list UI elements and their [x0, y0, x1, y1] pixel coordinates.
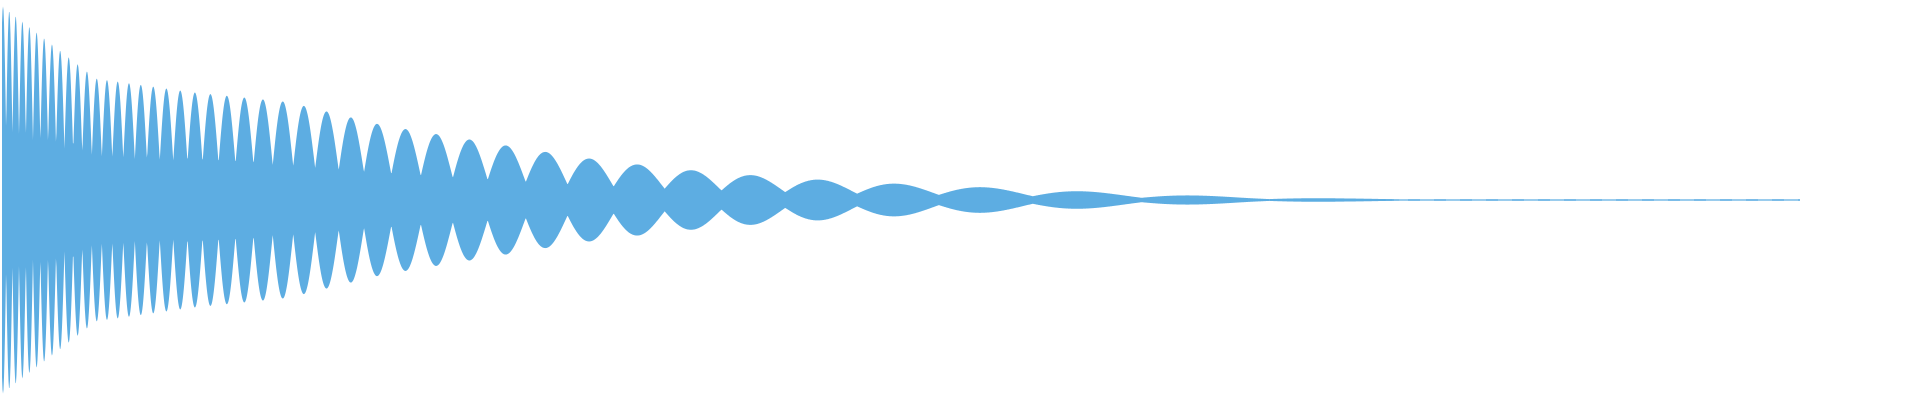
waveform-fill [2, 6, 1800, 394]
waveform-envelope-group [2, 6, 1800, 394]
